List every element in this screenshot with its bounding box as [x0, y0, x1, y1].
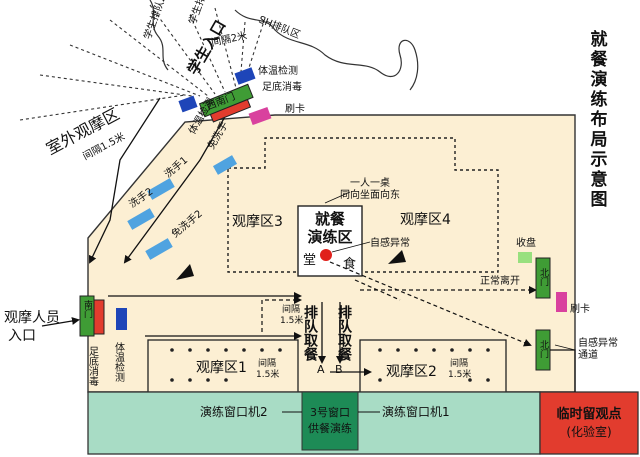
temp-check-bottom-label: 体温检测 — [113, 342, 125, 383]
student-queue1-label: 学生排队1 — [186, 0, 214, 26]
south-gate-red — [93, 299, 105, 335]
temp-obs-label-2: (化验室) — [566, 424, 611, 439]
point-a-label: A — [317, 363, 325, 376]
interval-15-v2-2: 1.5米 — [448, 368, 471, 380]
interval-15-v1-1: 间隔 — [258, 357, 276, 369]
interval-15-v2-1: 间隔 — [450, 357, 468, 369]
collect-tray-box — [518, 252, 532, 263]
one-table-note-2: 同向坐面向东 — [340, 188, 400, 201]
window3-label-1: 3号窗口 — [310, 405, 350, 419]
rehearsal-area-label-1: 就餐 — [315, 210, 346, 228]
interval-15-mid-2: 1.5米 — [280, 314, 303, 326]
handwash-1-station — [147, 178, 175, 200]
student-entrance-label: 学生入口 — [184, 17, 230, 78]
swipe-card-top-device — [248, 106, 272, 126]
student-entrance-gate — [198, 83, 254, 123]
swipe-card-right-device — [556, 292, 567, 312]
self-abnormal-dot — [320, 249, 332, 261]
viewing1-label: 观摩区1 — [196, 359, 247, 376]
viewing3-label: 观摩区3 — [232, 213, 283, 230]
temp-obs-point-box — [539, 391, 639, 455]
swipe-card-right-label: 刷卡 — [570, 302, 590, 315]
temp-check-top-device — [234, 67, 256, 85]
north-gate-top-label: 北门 — [538, 268, 549, 287]
swipe-card-top-label: 刷卡 — [285, 102, 305, 115]
north-gate-top-rect — [535, 257, 551, 299]
visitor-entrance-1: 观摩人员 — [4, 309, 60, 326]
collect-tray-label: 收盘 — [516, 236, 536, 249]
normal-exit-label: 正常离开 — [480, 274, 520, 287]
student-queue2-label: 学生排队2 — [141, 0, 169, 41]
south-gate-label: 南门 — [82, 299, 93, 319]
hall-label: 堂 — [303, 253, 316, 268]
disinfect-left-label: 足底消毒 — [87, 346, 99, 387]
temp-check-bottom-device — [116, 308, 127, 330]
queue-boundary-squiggle — [234, 9, 419, 91]
window-3-box — [301, 391, 359, 451]
queue-boundary-squiggle — [149, 0, 169, 71]
window3-label-2: 供餐演练 — [308, 421, 352, 435]
queue-right-label: 排队取餐 — [336, 304, 353, 362]
temp-obs-label-1: 临时留观点 — [556, 406, 621, 422]
eat-label: 食 — [343, 256, 356, 272]
viewing4-label: 观摩区4 — [400, 211, 451, 228]
disinfect-top-label: 足底消毒 — [262, 80, 302, 93]
seat-dots — [170, 348, 490, 382]
window1-label: 演练窗口机1 — [382, 404, 450, 419]
temp-check-left-device — [178, 95, 198, 113]
handwash-2-station — [127, 208, 155, 230]
handwash-free-top-station — [212, 155, 238, 175]
one-table-note-1: 一人一桌 — [350, 176, 390, 189]
handwash-free-2-station — [145, 238, 173, 260]
interval-15-mid-1: 间隔 — [282, 303, 300, 315]
visitor-entrance-2: 入口 — [8, 328, 36, 344]
self-abnormal-channel-1: 自感异常 — [578, 336, 618, 349]
queue-left-label: 排队取餐 — [302, 304, 319, 362]
flow-arrows — [88, 97, 372, 376]
bold-arrows — [176, 250, 406, 280]
rehearsal-area-box — [297, 205, 363, 277]
dashed-flow-arrows — [261, 261, 537, 347]
self-abnormal-center-label: 自感异常 — [370, 236, 410, 249]
queue-lines — [19, 4, 266, 121]
viewing2-label: 观摩区2 — [386, 363, 437, 380]
outdoor-area-label: 室外观摩区 — [43, 104, 123, 158]
north-gate-bottom-label: 北门 — [538, 340, 549, 359]
diagram-title: 就餐演练布局示意图 — [590, 30, 608, 210]
interval-15-v1-2: 1.5米 — [256, 368, 279, 380]
temp-check-top-label: 体温检测 — [258, 64, 298, 77]
self-abnormal-channel-2: 通道 — [578, 348, 598, 361]
rehearsal-area-label-2: 演练区 — [307, 228, 352, 246]
window2-label: 演练窗口机2 — [200, 404, 268, 419]
shi-team-label: SH排队区 — [257, 13, 303, 41]
point-b-label: B — [335, 363, 343, 376]
